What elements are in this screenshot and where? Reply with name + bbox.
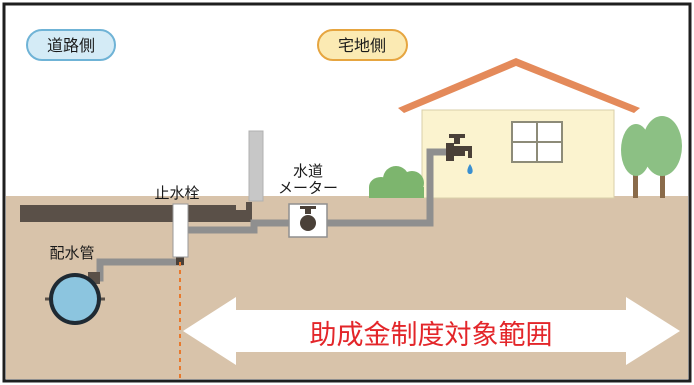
distribution-pipe-icon	[45, 273, 105, 325]
subsidy-scope-label: 助成金制度対象範囲	[310, 320, 553, 351]
double-arrow-icon	[183, 297, 680, 365]
tree-icon	[621, 116, 682, 198]
distribution-pipe-label: 配水管	[49, 244, 94, 262]
meter-valve-icon	[288, 203, 328, 238]
water-meter-label-line1: 水道	[293, 162, 323, 180]
stop-valve-label: 止水栓	[154, 184, 199, 202]
house-side-label: 宅地側	[338, 36, 386, 55]
road-side-badge	[26, 29, 116, 61]
stop-valve-box	[172, 203, 189, 258]
boundary-wall	[248, 130, 264, 202]
house-side-badge	[317, 29, 408, 61]
water-drop-icon	[467, 164, 473, 174]
road-side-label: 道路側	[47, 36, 95, 55]
faucet-icon	[446, 134, 472, 161]
road-surface	[20, 202, 252, 222]
shrub-icon	[369, 166, 424, 198]
stop-valve-joint	[176, 255, 184, 265]
water-meter-label-line2: メーター	[278, 179, 338, 197]
house	[398, 58, 640, 199]
